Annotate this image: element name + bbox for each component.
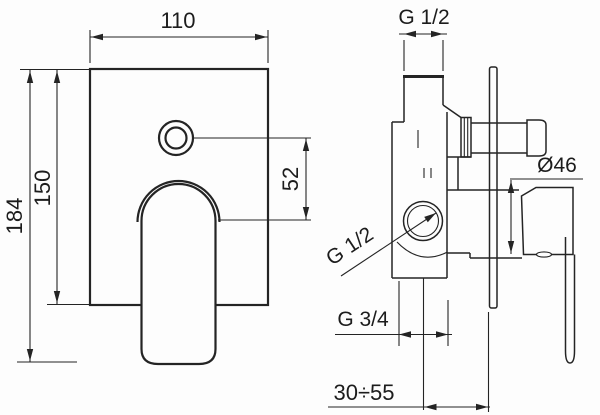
setscrew-detail <box>535 251 553 258</box>
label-button-offset: 52 <box>278 167 303 191</box>
lever-handle-front <box>136 179 221 366</box>
dimension-labels: 110 184 150 52 G 1/2 Ø46 G 1/2 G 3/4 30÷… <box>2 6 577 405</box>
dim-rosette-diameter <box>507 178 583 254</box>
label-plate-width: 110 <box>160 8 195 33</box>
wall-flange-plate <box>488 66 498 309</box>
label-bottom-thread: G 3/4 <box>337 308 389 331</box>
dim-top-thread <box>399 30 447 71</box>
dim-plate-height <box>47 70 91 306</box>
thread-boss <box>460 116 472 158</box>
top-inlet-pipe <box>403 75 462 122</box>
handle-lever-side <box>564 237 576 364</box>
label-side-thread: G 1/2 <box>322 223 378 271</box>
dim-plate-width <box>89 30 269 63</box>
label-mounting-depth: 30÷55 <box>333 380 394 405</box>
valve-body <box>391 112 522 279</box>
side-port <box>402 200 444 242</box>
port-fillet-arc <box>396 241 448 258</box>
dim-button-offset <box>193 137 311 221</box>
label-rosette-diameter: Ø46 <box>537 154 577 177</box>
handle-body <box>140 182 217 366</box>
outlet-connector <box>460 116 547 158</box>
connector-collar <box>526 119 547 157</box>
label-top-thread: G 1/2 <box>398 6 449 29</box>
dim-mounting-depth <box>328 278 490 412</box>
dim-total-height <box>17 68 90 363</box>
label-plate-height: 150 <box>30 170 55 207</box>
front-view <box>17 30 311 366</box>
handle-side <box>520 186 576 364</box>
handle-rosette <box>520 186 574 256</box>
dim-bottom-thread <box>335 281 452 346</box>
label-total-height: 184 <box>2 198 27 235</box>
leader-side-thread <box>340 212 437 277</box>
diverter-button <box>157 119 195 157</box>
side-view <box>328 30 583 412</box>
